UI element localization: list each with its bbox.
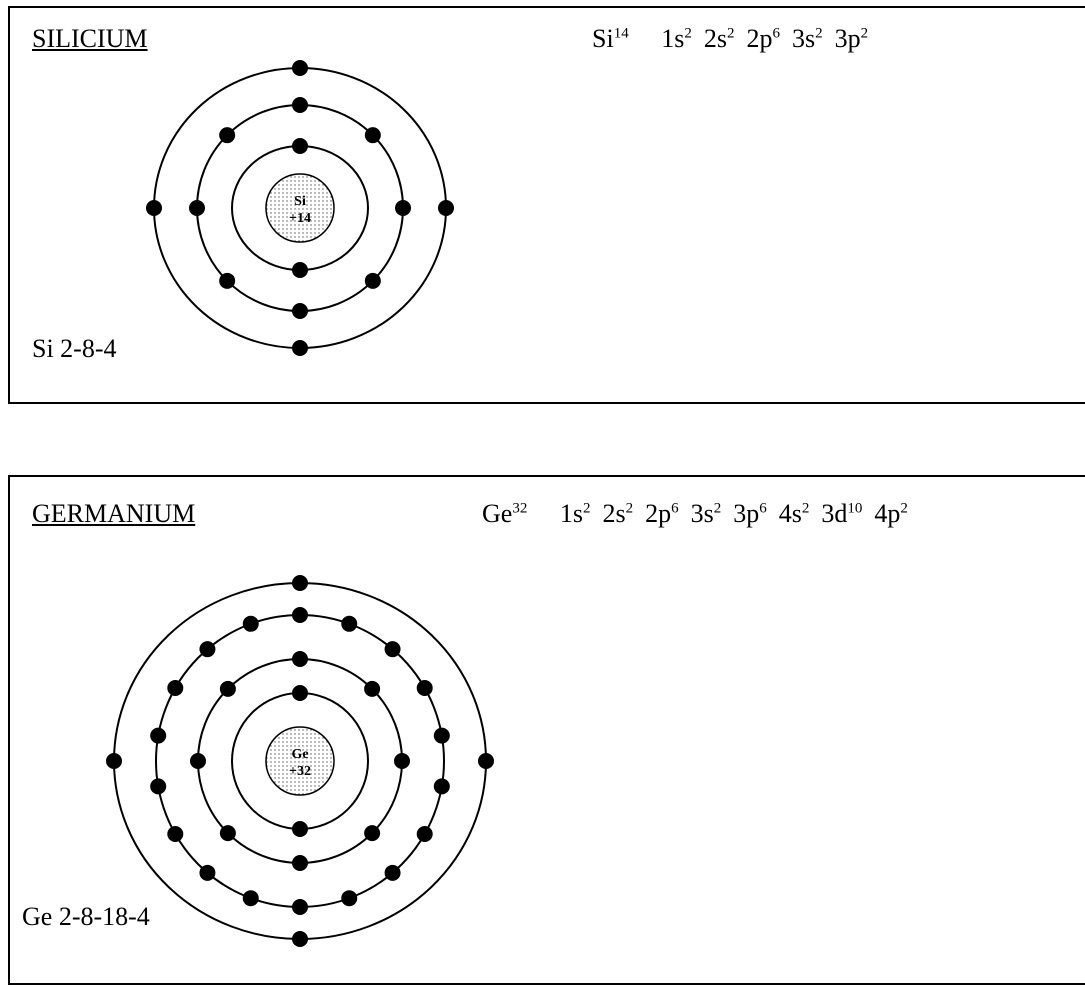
electron	[242, 615, 259, 632]
orbital-2p: 2p6	[746, 24, 780, 53]
silicium-title: SILICIUM	[32, 24, 148, 53]
electron	[292, 575, 308, 591]
germanium-title: GERMANIUM	[32, 499, 196, 528]
germanium-config: Ge32 1s2 2s2 2p6 3s2 3p6 4s2 3d10 4p2	[482, 499, 920, 529]
electron	[292, 931, 308, 947]
orbital-2p: 2p6	[645, 499, 679, 528]
electron	[219, 272, 236, 289]
electron	[146, 200, 162, 216]
silicium-atom-diagram: Si +14	[146, 60, 454, 356]
germanium-orbitals: 1s2 2s2 2p6 3s2 3p6 4s2 3d10 4p2	[560, 499, 920, 528]
electron	[292, 303, 308, 319]
nucleus	[265, 726, 335, 796]
electron	[416, 826, 433, 842]
nucleus-symbol: Ge	[291, 747, 308, 762]
electron	[292, 651, 308, 667]
nucleus-charge: +14	[289, 211, 311, 226]
nucleus-symbol: Si	[294, 194, 306, 209]
orbital-1s: 1s2	[559, 499, 591, 528]
germanium-atomic-number: 32	[512, 500, 528, 517]
electron	[384, 864, 401, 881]
electron	[292, 855, 308, 871]
electron	[106, 753, 122, 769]
electron	[292, 340, 308, 356]
orbital-3s: 3s2	[791, 24, 823, 53]
orbital-3p: 3p6	[733, 499, 767, 528]
electron	[292, 262, 308, 278]
orbital-2s: 2s2	[703, 24, 735, 53]
silicium-atomic-number: 14	[613, 25, 629, 42]
orbital-3p: 3p2	[834, 24, 869, 53]
electron	[167, 680, 184, 696]
electron	[433, 778, 450, 795]
electron	[384, 641, 401, 658]
silicium-config: Si14 1s2 2s2 2p6 3s2 3p2	[592, 24, 880, 54]
electron	[292, 607, 308, 623]
electron	[478, 753, 494, 769]
electron	[167, 826, 184, 842]
orbital-2s: 2s2	[602, 499, 634, 528]
electron	[242, 890, 259, 907]
nucleus	[265, 173, 335, 243]
electron	[292, 138, 308, 154]
electron	[364, 680, 381, 697]
orbital-3d: 3d10	[821, 499, 863, 528]
electron	[219, 127, 236, 144]
electron	[364, 127, 381, 144]
electron	[395, 200, 411, 216]
electron	[341, 615, 358, 632]
electron	[364, 272, 381, 289]
electron	[219, 680, 236, 697]
electron	[341, 890, 358, 907]
silicium-symbol: Si	[592, 24, 614, 53]
electron	[199, 864, 216, 881]
electron	[364, 825, 381, 842]
orbital-3s: 3s2	[690, 499, 722, 528]
orbital-4p: 4p2	[874, 499, 908, 528]
electron	[150, 727, 167, 744]
electron	[292, 685, 308, 701]
germanium-symbol: Ge	[482, 499, 513, 528]
electron	[189, 200, 205, 216]
electron	[292, 821, 308, 837]
orbital-4s: 4s2	[778, 499, 810, 528]
electron	[150, 778, 167, 795]
orbital-1s: 1s2	[661, 24, 692, 53]
electron	[190, 753, 206, 769]
electron	[292, 899, 308, 915]
electron	[438, 200, 454, 216]
silicium-shells: Si 2-8-4	[32, 334, 117, 363]
electron	[219, 825, 236, 842]
silicium-orbitals: 1s2 2s2 2p6 3s2 3p2	[661, 24, 880, 53]
electron	[292, 60, 308, 76]
electron	[433, 727, 450, 744]
germanium-shells: Ge 2-8-18-4	[22, 902, 150, 931]
germanium-atom-diagram: Ge +32	[106, 575, 494, 947]
electron	[416, 680, 433, 696]
electron	[199, 641, 216, 658]
electron	[292, 97, 308, 113]
nucleus-charge: +32	[289, 764, 311, 779]
electron	[394, 753, 410, 769]
